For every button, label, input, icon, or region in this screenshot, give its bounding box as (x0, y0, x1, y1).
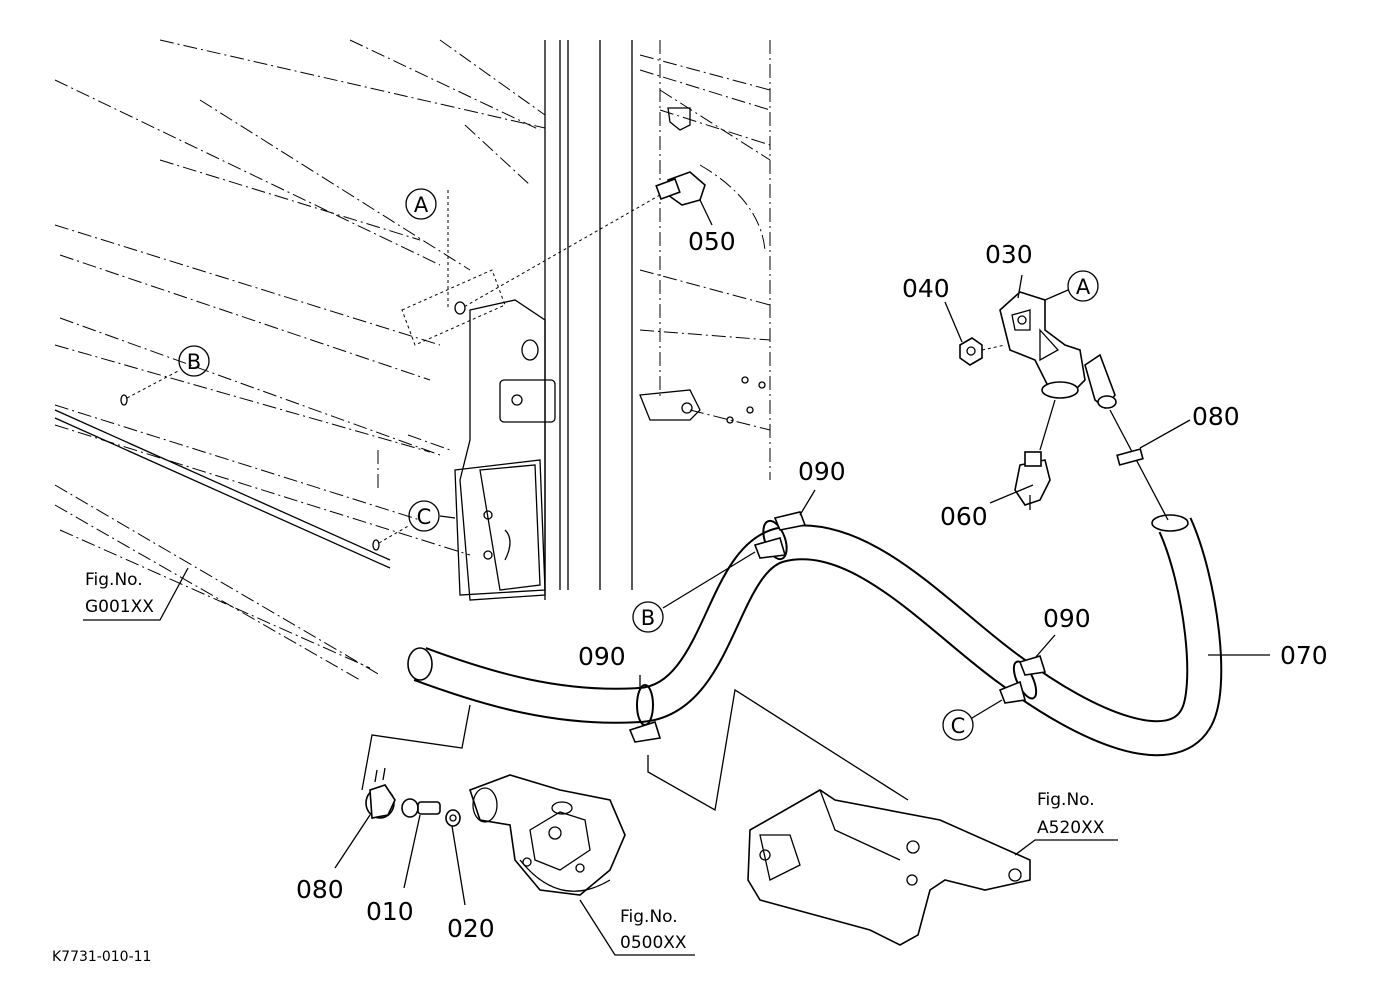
hose-clamp (753, 511, 807, 561)
svg-text:G001XX: G001XX (85, 597, 154, 617)
part-label-070: 070 (1280, 641, 1328, 670)
svg-text:B: B (187, 350, 201, 374)
svg-text:0500XX: 0500XX (620, 933, 687, 953)
lower-fittings (361, 704, 471, 827)
bolt-050 (461, 171, 713, 309)
hose-clamp (628, 684, 662, 743)
ref-circle-a2: A (1067, 270, 1099, 302)
reference-lines (120, 369, 411, 551)
hose-070 (407, 514, 1223, 757)
part-label-080: 080 (296, 875, 344, 904)
vertical-post (544, 40, 771, 600)
svg-text:Fig.No.: Fig.No. (1037, 790, 1095, 810)
part-label-060: 060 (940, 502, 988, 531)
ref-circle-c2: C (942, 709, 974, 741)
svg-text:B: B (641, 606, 655, 630)
svg-text:C: C (951, 714, 966, 738)
ref-circle-c1: C (408, 500, 440, 532)
svg-text:A520XX: A520XX (1037, 818, 1105, 838)
nut-040 (959, 337, 1006, 366)
svg-text:Fig.No.: Fig.No. (85, 570, 143, 590)
hose-clamp (998, 655, 1047, 704)
fitting-060 (1014, 399, 1056, 510)
part-label-030: 030 (985, 240, 1033, 269)
part-label-080: 080 (1192, 402, 1240, 431)
part-label-020: 020 (447, 914, 495, 943)
fitting-080-right (1116, 448, 1144, 466)
part-label-090: 090 (578, 642, 626, 671)
part-label-010: 010 (366, 897, 414, 926)
svg-text:A: A (414, 193, 429, 217)
bracket-a520 (647, 688, 1031, 946)
ref-circle-a1: A (405, 188, 437, 220)
svg-text:A: A (1076, 275, 1091, 299)
fig-ref-g001xx: Fig.No. G001XX (85, 570, 154, 617)
frame-phantom-lines (54, 39, 546, 681)
svg-text:C: C (417, 505, 432, 529)
mount-plate (401, 190, 506, 346)
ref-circle-b1: B (178, 345, 210, 377)
valve-030 (999, 291, 1169, 521)
svg-text:Fig.No.: Fig.No. (620, 907, 678, 927)
ref-circle-b2: B (632, 601, 664, 633)
thermostat-housing (468, 774, 626, 896)
fig-ref-0500xx: Fig.No. 0500XX (620, 907, 687, 953)
part-label-050: 050 (688, 227, 736, 256)
part-label-040: 040 (902, 274, 950, 303)
fig-ref-a520xx: Fig.No. A520XX (1037, 790, 1105, 838)
part-label-090: 090 (798, 457, 846, 486)
frame-bracket (454, 299, 766, 601)
part-label-090: 090 (1043, 604, 1091, 633)
leader-lines (83, 274, 1270, 956)
diagram-code: K7731-010-11 (52, 949, 151, 965)
